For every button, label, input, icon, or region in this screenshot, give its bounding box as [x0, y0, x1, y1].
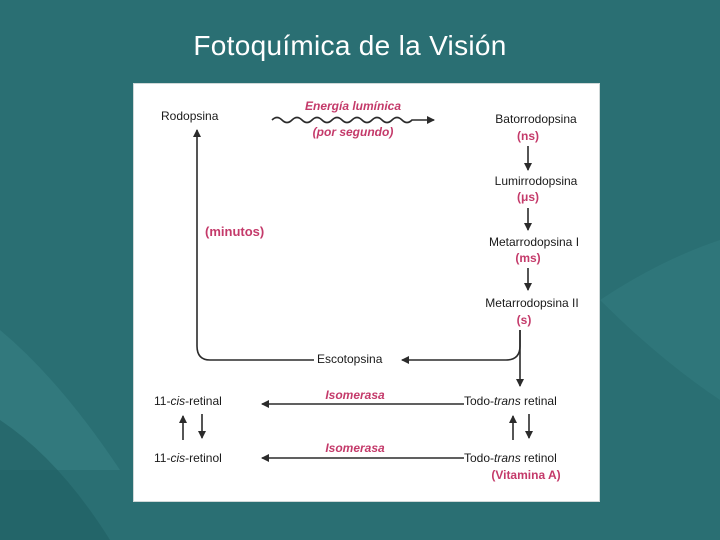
light-energy-label: Energía lumínica	[304, 99, 402, 113]
minutes-label: (minutos)	[205, 224, 265, 239]
metarhodopsin-ii-time: (s)	[516, 313, 532, 327]
lumirhodopsin-time: (μs)	[516, 190, 540, 204]
trans-retinol-label: Todo-trans retinol	[464, 451, 557, 465]
lumirhodopsin-label: Lumirrodopsina	[494, 174, 578, 188]
batorhodopsin-label: Batorrodopsina	[495, 112, 577, 126]
rhodopsin-label: Rodopsina	[161, 109, 219, 123]
background-wave	[600, 240, 720, 400]
isomerase-label-1: Isomerasa	[325, 388, 385, 402]
cis-retinal-label: 11-cis-retinal	[154, 394, 222, 408]
metarhodopsin-ii-label: Metarrodopsina II	[485, 296, 579, 310]
scotopsin-label: Escotopsina	[317, 352, 383, 366]
isomerase-label-2: Isomerasa	[325, 441, 385, 455]
meta-ii-branch-arrow	[401, 330, 521, 364]
trans-retinal-label: Todo-trans retinal	[464, 394, 557, 408]
regeneration-arrow	[193, 129, 314, 361]
metarhodopsin-i-time: (ms)	[515, 251, 541, 265]
diagram-arrows	[179, 116, 533, 462]
metarhodopsin-i-label: Metarrodopsina I	[488, 235, 580, 249]
background-wave	[0, 330, 120, 470]
vitamin-a-label: (Vitamina A)	[491, 468, 561, 482]
diagram-panel: Rodopsina Energía lumínica (por segundo)…	[133, 83, 600, 502]
cis-retinol-label: 11-cis-retinol	[154, 451, 222, 465]
background-wave	[0, 420, 110, 540]
per-second-label: (por segundo)	[312, 125, 394, 139]
slide-title: Fotoquímica de la Visión	[193, 30, 507, 61]
batorhodopsin-time: (ns)	[517, 129, 539, 143]
light-energy-arrow	[271, 116, 435, 124]
